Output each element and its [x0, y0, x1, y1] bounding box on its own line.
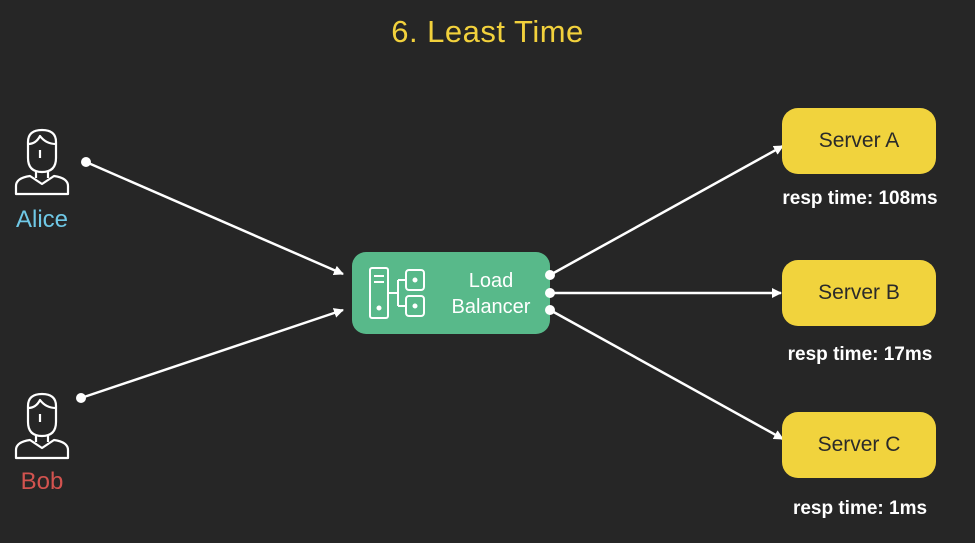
- edge-alice-start-dot: [81, 157, 91, 167]
- alice-label: Alice: [15, 206, 69, 233]
- load-balancer-node: Load Balancer: [352, 252, 550, 334]
- server-network-icon: [366, 266, 430, 320]
- diagram-title: 6. Least Time: [391, 14, 584, 49]
- bob-label: Bob: [20, 468, 64, 495]
- server-c-node: Server C: [782, 412, 936, 478]
- load-balancer-label-line1: Load: [468, 270, 514, 292]
- edge-lb-to-server-a: [549, 144, 784, 277]
- load-balancer-label: Load Balancer: [438, 268, 544, 320]
- server-a-node: Server A: [782, 108, 936, 174]
- alice-person-icon: [10, 128, 74, 200]
- edge-bob-to-lb: [80, 308, 344, 400]
- server-b-resp-time: resp time: 17ms: [787, 344, 933, 365]
- edge-bob-start-dot: [76, 393, 86, 403]
- bob-person-icon: [10, 392, 74, 464]
- server-b-node: Server B: [782, 260, 936, 326]
- edge-alice-to-lb: [85, 160, 344, 276]
- server-c-resp-time: resp time: 1ms: [792, 498, 928, 519]
- load-balancer-label-line2: Balancer: [451, 296, 531, 318]
- server-a-resp-time: resp time: 108ms: [782, 188, 938, 209]
- edge-lb-to-server-c: [549, 308, 784, 441]
